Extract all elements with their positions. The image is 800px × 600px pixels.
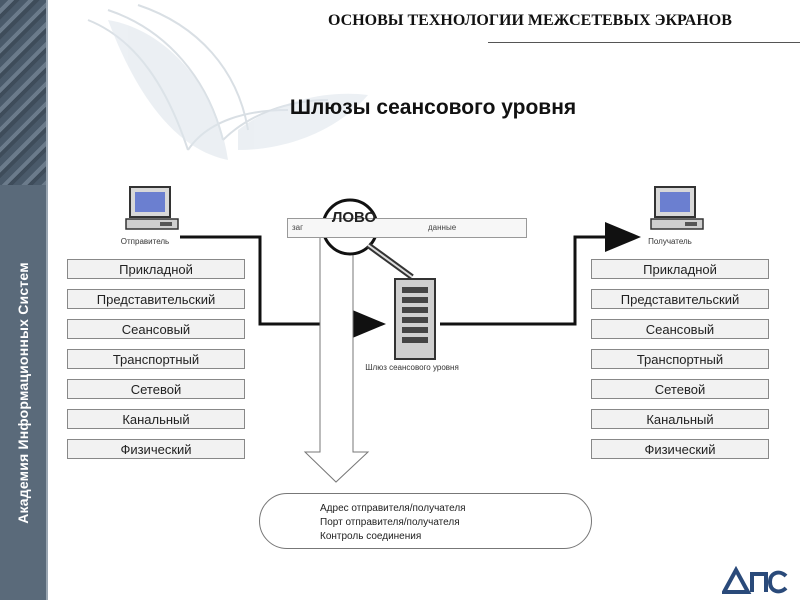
left-layer-presentation: Представительский <box>67 289 245 309</box>
slide-title: Шлюзы сеансового уровня <box>289 96 577 119</box>
header-rule <box>488 42 800 43</box>
check-port: Порт отправителя/получателя <box>320 517 460 528</box>
right-layer-datalink: Канальный <box>591 409 769 429</box>
sidebar: Академия Информационных Систем <box>0 0 46 600</box>
receiver-label: Получатель <box>648 237 692 246</box>
check-connection: Контроль соединения <box>320 531 422 542</box>
sender-computer-icon <box>125 186 179 230</box>
diagram: заг данные ЛОВО Отправитель Получатель Ш… <box>60 185 780 550</box>
left-layer-application: Прикладной <box>67 259 245 279</box>
check-address: Адрес отправителя/получателя <box>320 503 466 514</box>
right-layer-transport: Транспортный <box>591 349 769 369</box>
left-layer-datalink: Канальный <box>67 409 245 429</box>
header-title: ОСНОВЫ ТЕХНОЛОГИИ МЕЖСЕТЕВЫХ ЭКРАНОВ <box>328 12 732 29</box>
right-layer-session: Сеансовый <box>591 319 769 339</box>
data-packet: заг данные <box>287 218 527 238</box>
ais-logo <box>722 566 788 594</box>
sidebar-text: Академия Информационных Систем <box>15 261 31 524</box>
left-layer-session: Сеансовый <box>67 319 245 339</box>
right-layer-physical: Физический <box>591 439 769 459</box>
right-layer-network: Сетевой <box>591 379 769 399</box>
butterfly-watermark <box>87 4 368 160</box>
sender-label: Отправитель <box>120 237 170 246</box>
left-layer-network: Сетевой <box>67 379 245 399</box>
packet-header: заг <box>292 223 304 232</box>
sidebar-pattern <box>0 0 46 185</box>
left-layer-physical: Физический <box>67 439 245 459</box>
down-arrow <box>303 236 370 483</box>
sidebar-divider <box>46 0 48 600</box>
gateway-label: Шлюз сеансового уровня <box>365 363 459 372</box>
check-criteria-box: Адрес отправителя/получателя Порт отправ… <box>259 493 592 549</box>
right-layer-application: Прикладной <box>591 259 769 279</box>
receiver-computer-icon <box>650 186 704 230</box>
packet-data: данные <box>428 223 457 232</box>
gateway-server-icon <box>394 278 436 360</box>
magnifier-text: ЛОВО <box>331 209 377 226</box>
path-to-receiver <box>440 222 641 326</box>
right-layer-presentation: Представительский <box>591 289 769 309</box>
left-layer-transport: Транспортный <box>67 349 245 369</box>
